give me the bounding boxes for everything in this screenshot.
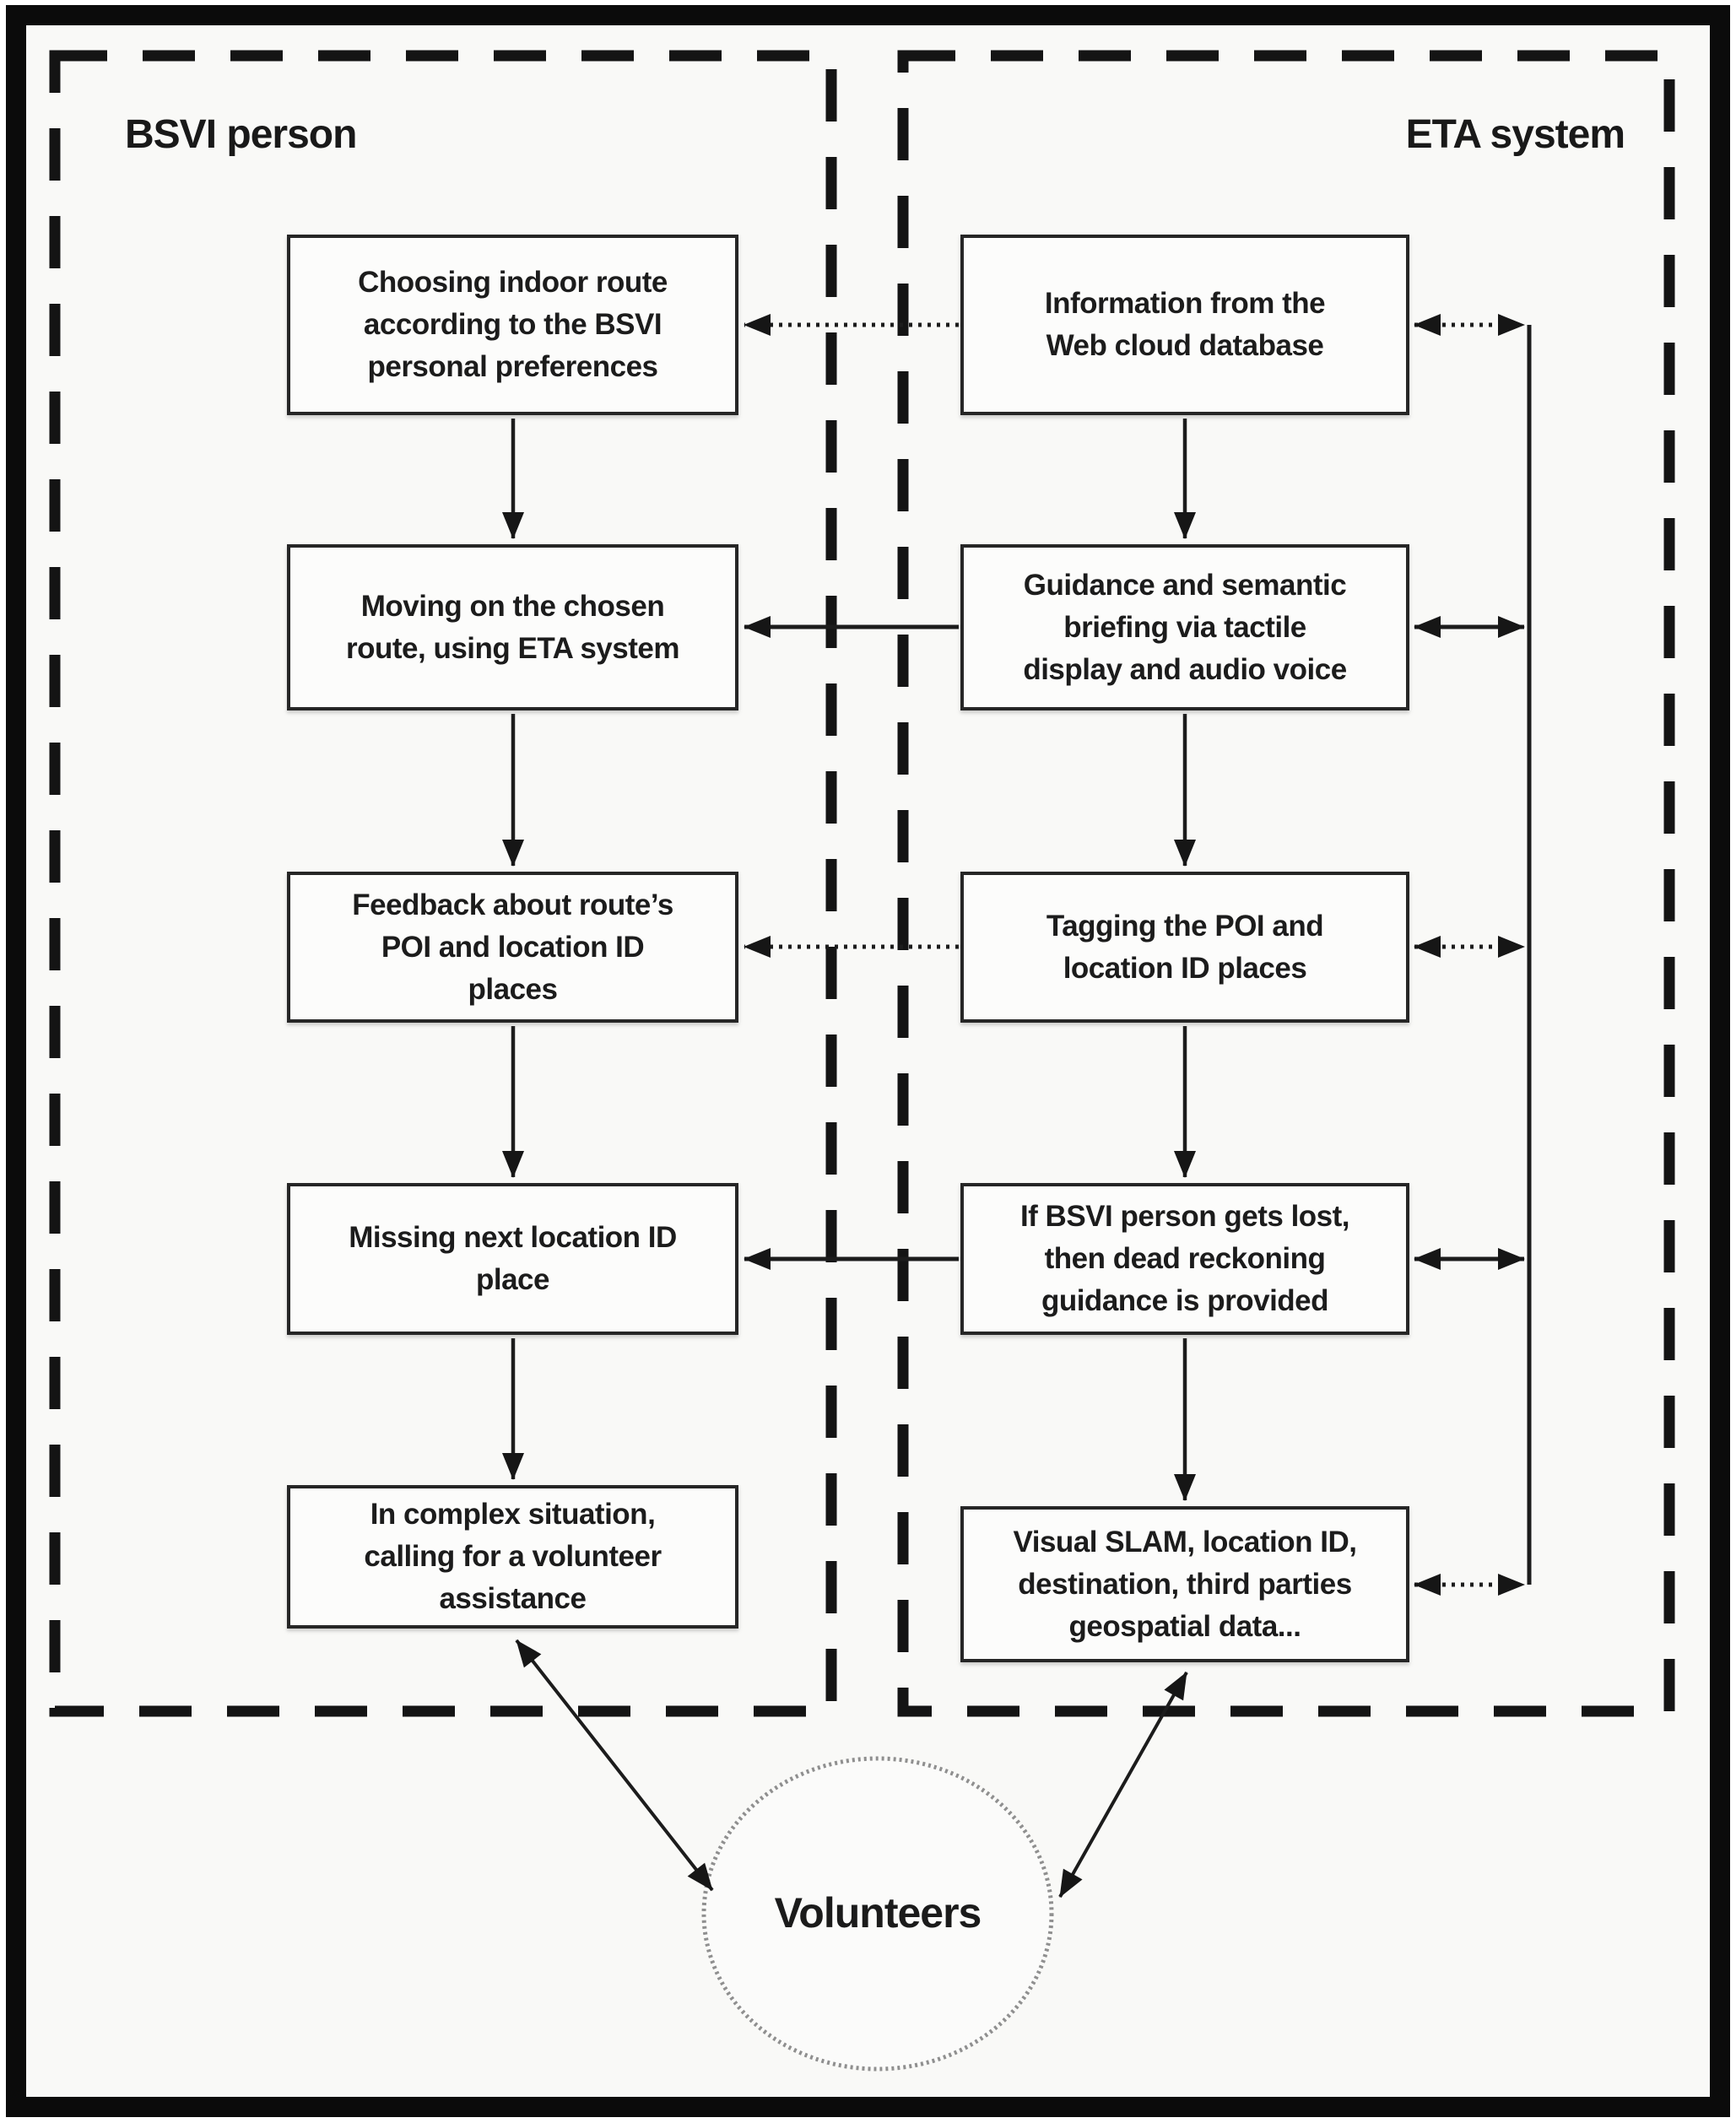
flow-box-web-cloud-info-text: Information from the Web cloud database	[1044, 287, 1326, 362]
flow-box-web-cloud-info: Information from the Web cloud database	[960, 235, 1409, 415]
flow-box-choosing-route-text: Choosing indoor route according to the B…	[358, 266, 668, 383]
flow-box-calling-volunteer: In complex situation, calling for a volu…	[287, 1485, 738, 1629]
flow-box-choosing-route: Choosing indoor route according to the B…	[287, 235, 738, 415]
flow-box-feedback-poi-text: Feedback about route’s POI and location …	[352, 888, 673, 1006]
flow-box-moving-route-text: Moving on the chosen route, using ETA sy…	[346, 589, 679, 665]
flow-box-missing-location-text: Missing next location ID place	[349, 1221, 677, 1296]
bsvi-person-label: BSVI person	[125, 112, 357, 157]
flow-box-tagging-poi: Tagging the POI and location ID places	[960, 872, 1409, 1023]
bus-arrows	[1414, 314, 1525, 1596]
bsvi-person-container-border	[49, 50, 837, 1717]
volunteers-label: Volunteers	[774, 1889, 982, 1937]
flow-box-feedback-poi: Feedback about route’s POI and location …	[287, 872, 738, 1023]
flow-box-calling-volunteer-text: In complex situation, calling for a volu…	[364, 1498, 662, 1615]
volunteers-ellipse	[701, 1756, 1054, 2072]
flow-box-guidance-briefing-text: Guidance and semantic briefing via tacti…	[1023, 568, 1347, 686]
eta-system-label: ETA system	[1405, 112, 1625, 157]
flow-box-dead-reckoning: If BSVI person gets lost, then dead reck…	[960, 1183, 1409, 1335]
cross-lane-arrows	[744, 314, 959, 1270]
flow-box-visual-slam-text: Visual SLAM, location ID, destination, t…	[1013, 1525, 1357, 1643]
flow-box-tagging-poi-text: Tagging the POI and location ID places	[1046, 909, 1324, 985]
arrow-calling-volunteers	[515, 1639, 714, 1892]
flow-box-dead-reckoning-text: If BSVI person gets lost, then dead reck…	[1019, 1200, 1350, 1317]
flow-box-guidance-briefing: Guidance and semantic briefing via tacti…	[960, 544, 1409, 710]
flow-box-moving-route: Moving on the chosen route, using ETA sy…	[287, 544, 738, 710]
arrow-slam-volunteers	[1058, 1672, 1188, 1898]
flow-box-visual-slam: Visual SLAM, location ID, destination, t…	[960, 1506, 1409, 1662]
eta-system-container-border	[897, 50, 1675, 1717]
flow-box-missing-location: Missing next location ID place	[287, 1183, 738, 1335]
volunteer-arrows	[515, 1639, 1188, 1898]
